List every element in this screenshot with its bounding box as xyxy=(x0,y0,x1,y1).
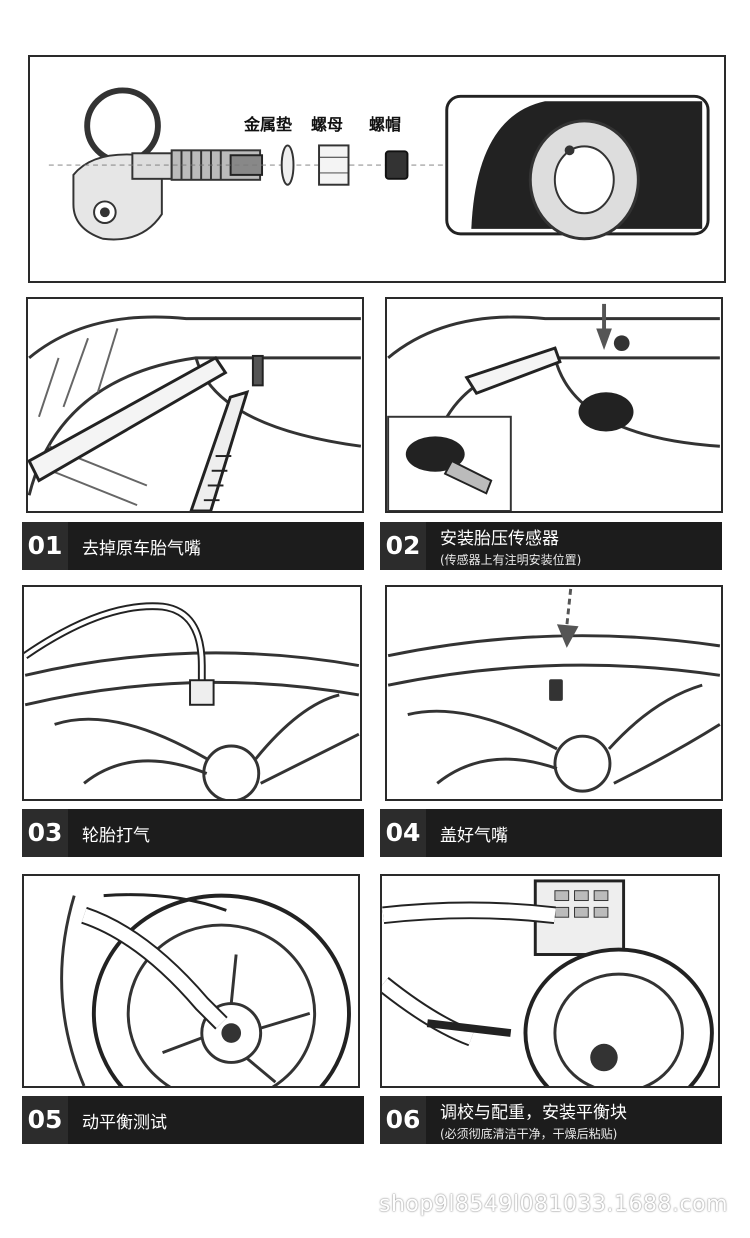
step-04-caption: 04 盖好气嘴 xyxy=(380,809,722,857)
inflate-tire-drawing xyxy=(24,602,360,799)
shop-watermark: shop9l8549l081033.1688.com xyxy=(379,1192,728,1217)
step-title: 盖好气嘴 xyxy=(440,825,508,846)
step-title: 调校与配重，安装平衡块 xyxy=(440,1103,627,1123)
step-title: 动平衡测试 xyxy=(82,1112,167,1133)
sensor-parts-diagram: 金属垫 螺母 螺帽 xyxy=(28,55,726,283)
step-title: 轮胎打气 xyxy=(82,825,150,846)
step-04-illustration xyxy=(385,585,723,801)
step-number: 04 xyxy=(380,809,426,857)
cap-valve-drawing xyxy=(387,588,721,793)
install-sensor-drawing xyxy=(387,303,720,511)
remove-valve-drawing xyxy=(28,315,362,511)
step-01-caption: 01 去掉原车胎气嘴 xyxy=(22,522,364,570)
balance-test-drawing xyxy=(60,893,351,1086)
sensor-parts-drawing xyxy=(48,87,710,241)
step-06-illustration xyxy=(380,874,720,1088)
part-label-cap: 螺帽 xyxy=(369,115,402,134)
step-number: 02 xyxy=(380,522,426,570)
step-02-caption: 02 安装胎压传感器 (传感器上有注明安装位置) xyxy=(380,522,722,570)
step-title: 安装胎压传感器 xyxy=(440,529,559,549)
step-01-illustration xyxy=(26,297,364,513)
part-label-nut: 螺母 xyxy=(311,115,344,134)
step-note: (必须彻底清洁干净，干燥后粘贴) xyxy=(440,1127,618,1141)
step-03-caption: 03 轮胎打气 xyxy=(22,809,364,857)
step-number: 01 xyxy=(22,522,68,570)
step-02-illustration xyxy=(385,297,723,513)
part-label-metal-washer: 金属垫 xyxy=(244,115,293,134)
step-number: 05 xyxy=(22,1096,68,1144)
step-number: 03 xyxy=(22,809,68,857)
step-05-illustration xyxy=(22,874,360,1088)
step-03-illustration xyxy=(22,585,362,801)
balance-weights-drawing xyxy=(382,879,714,1086)
step-note: (传感器上有注明安装位置) xyxy=(440,553,582,567)
step-06-caption: 06 调校与配重，安装平衡块 (必须彻底清洁干净，干燥后粘贴) xyxy=(380,1096,722,1144)
step-number: 06 xyxy=(380,1096,426,1144)
step-05-caption: 05 动平衡测试 xyxy=(22,1096,364,1144)
step-title: 去掉原车胎气嘴 xyxy=(82,538,201,559)
